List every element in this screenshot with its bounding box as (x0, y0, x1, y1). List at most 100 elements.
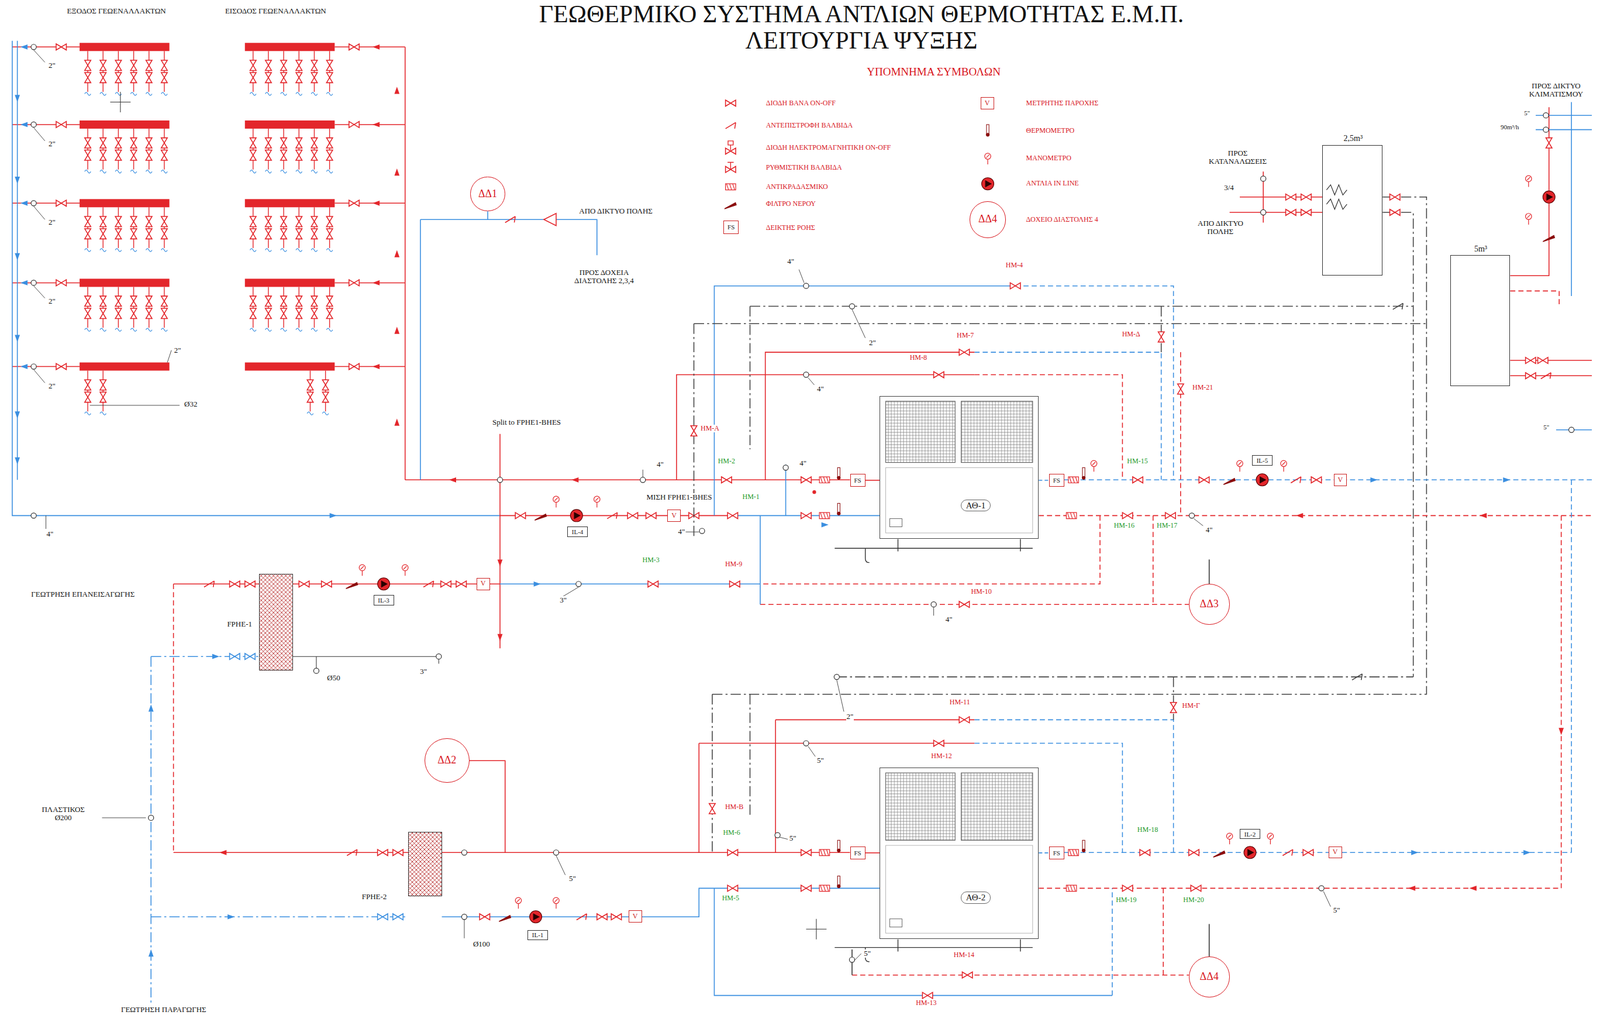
node-text: V (480, 579, 486, 588)
equipment-heading: FPHE-2 (361, 892, 388, 901)
valve-tag: HM-16 (1113, 521, 1136, 530)
node-text: ΔΔ2 (437, 754, 457, 767)
legend-text: ΑΝΤΛΙΑ IN LINE (1025, 179, 1080, 188)
pipe-label: 4" (816, 384, 825, 393)
pump-tag: IL-3 (373, 594, 395, 605)
pipe-label: 4" (1205, 525, 1214, 534)
node-text: V (632, 912, 639, 920)
valve-tag: HM-14 (953, 950, 975, 959)
pipe-label: Split to FPHE1-BHES (491, 418, 562, 427)
expansion-tank: ΔΔ1 (470, 176, 505, 212)
pump-tag: IL-5 (1252, 454, 1273, 465)
legend-text: ΦΙΛΤΡΟ ΝΕΡΟΥ (765, 200, 817, 208)
valve-tag: HM-12 (930, 752, 953, 760)
node-text: ΔΔ4 (1200, 970, 1219, 983)
pipe-connector (865, 852, 880, 853)
pipe-label: 4" (786, 257, 795, 266)
hp1-outlet (760, 460, 1592, 605)
valve-tag: HM-9 (724, 560, 743, 568)
pipe-connector (1038, 852, 1049, 853)
flow-meter: V (980, 97, 995, 110)
equipment-heading: 5m³ (1474, 244, 1488, 254)
heat-pump-1 (885, 401, 1033, 533)
pipe-label: 5" (568, 874, 577, 883)
pipe-connector (865, 479, 880, 481)
il4-line (500, 464, 1033, 563)
node-text: ΔΔ4 (978, 213, 998, 226)
flow-switch: FS (723, 220, 739, 234)
heat-pump-2 (805, 772, 1033, 962)
flow-switch: FS (850, 846, 866, 860)
pipe-label: 4" (945, 615, 954, 624)
pipe-label: Ø32 (183, 400, 198, 409)
pump-tag: IL-2 (1239, 828, 1261, 839)
pipe-label: 2" (47, 139, 57, 148)
legend-text: ΑΝΤΙΚΡΑΔΑΣΜΙΚΟ (765, 183, 829, 191)
valve-tag: HM-19 (1115, 895, 1137, 904)
pump-tag: IL-4 (567, 526, 588, 537)
pipe-label: Ø50 (326, 673, 341, 682)
diagram-title: ΓΕΩΘΕΡΜΙΚΟ ΣΥΣΤΗΜΑ ΑΝΤΛΙΩΝ ΘΕΡΜΟΤΗΤΑΣ Ε.… (495, 1, 1227, 55)
pipe-label: 4" (677, 527, 686, 536)
node-text: V (671, 511, 677, 520)
pipe-label: ΕΙΣΟΔΟΣ ΓΕΩΕΝΑΛΛΑΚΤΩΝ (224, 7, 327, 16)
pipe-label: 3/4 (1223, 183, 1235, 192)
node-text: FS (853, 476, 861, 484)
pipe-label: 2" (868, 338, 877, 347)
node-text: IL-3 (377, 596, 390, 604)
geothermal-headers (79, 42, 335, 415)
node-text: FS (853, 849, 861, 857)
pipe-line (865, 479, 880, 481)
equipment-heading: FPHE-1 (226, 619, 253, 629)
flow-switch: FS (1049, 846, 1065, 860)
valve-tag: HM-7 (956, 331, 975, 340)
pipe-label: 2" (47, 61, 57, 70)
legend-text: ΔΙΟΔΗ ΗΛΕΚΤΡΟΜΑΓΝΗΤΙΚΗ ON-OFF (765, 143, 892, 152)
flow-meter: V (476, 577, 491, 591)
node-text: ΑΘ-2 (960, 891, 992, 904)
pipe-label: ΠΡΟΣ ΔΟΧΕΙΑ ΔΙΑΣΤΟΛΗΣ 2,3,4 (557, 268, 651, 286)
valve-tag: HM-1 (742, 492, 761, 501)
valve-tag: HM-17 (1156, 521, 1178, 530)
plate-heat-exchanger: FPHE-1 (259, 573, 293, 671)
legend-text: ΔΙΟΔΗ ΒΑΝΑ ON-OFF (765, 99, 837, 108)
expansion-tank: ΔΔ2 (424, 738, 470, 784)
pipe-label: ΑΠΟ ΔΙΚΤΥΟ ΠΟΛΗΣ (578, 207, 654, 216)
node-text: IL-4 (571, 528, 584, 536)
pipe-label: 2" (846, 712, 855, 721)
legend-text: ΔΕΙΚΤΗΣ ΡΟΗΣ (765, 223, 816, 232)
valve-tag: ΥΠΟΜΝΗΜΑ ΣΥΜΒΟΛΩΝ (866, 66, 1002, 79)
pipe-label: 2" (47, 381, 57, 391)
node-text: V (1332, 847, 1339, 856)
pipe-label: 2" (173, 346, 182, 355)
pipe-label: 5" (816, 756, 825, 765)
expansion-tank: ΔΔ4 (969, 201, 1007, 239)
pipe-label: ΓΕΩΤΡΗΣΗ ΠΑΡΑΓΩΓΗΣ (120, 1005, 208, 1014)
flow-switch: FS (1049, 473, 1065, 488)
legend-text: ΔΟΧΕΙΟ ΔΙΑΣΤΟΛΗΣ 4 (1025, 215, 1099, 224)
pipe-label: 3" (419, 667, 428, 676)
legend-text: ΑΝΤΕΠΙΣΤΡΟΦΗ ΒΑΛΒΙΔΑ (765, 121, 854, 130)
valve-tag: HM-11 (949, 698, 971, 706)
legend-text: ΜΕΤΡΗΤΗΣ ΠΑΡΟΧΗΣ (1025, 99, 1100, 108)
valve-tag: HM-13 (915, 998, 937, 1007)
expansion-tank: ΔΔ4 (1188, 956, 1230, 998)
valve-tag: HM-Γ (1181, 701, 1201, 710)
node-text: IL-5 (1256, 456, 1269, 464)
valve-tag: HM-18 (1136, 825, 1159, 834)
pipe-label: 2" (47, 297, 57, 306)
expansion-tank: ΔΔ3 (1188, 583, 1230, 625)
pipe-label: ΑΠΟ ΔΙΚΤΥΟ ΠΟΛΗΣ (1188, 219, 1253, 237)
heat-pump-unit: ΑΘ-1 (879, 395, 1039, 539)
collector-valves (14, 43, 579, 519)
node-text: FS (1053, 476, 1061, 484)
pipe-label: 3" (559, 595, 568, 605)
plate-heat-exchanger: FPHE-2 (408, 831, 443, 896)
upper-network (676, 197, 1427, 695)
top-right-tanks (1229, 102, 1592, 433)
node-text: V (1338, 476, 1344, 484)
flow-meter: V (628, 909, 643, 923)
legend-text: ΡΥΘΜΙΣΤΙΚΗ ΒΑΛΒΙΔΑ (765, 163, 843, 172)
legend-symbols (724, 100, 995, 210)
